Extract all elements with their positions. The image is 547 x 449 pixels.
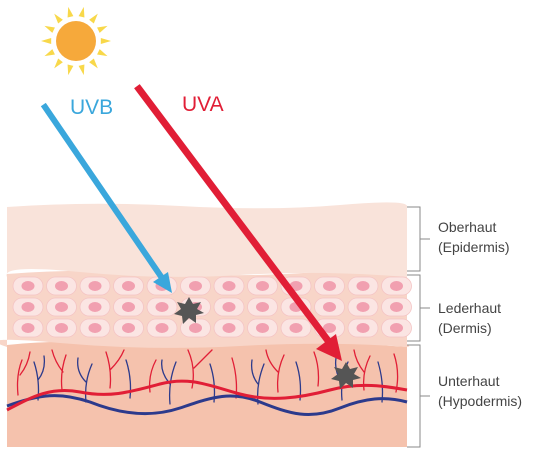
cell-nucleus [155,302,169,312]
layer-brackets [407,206,430,448]
cell-nucleus [88,302,102,312]
cell-nucleus [155,323,169,333]
cell-nucleus [390,302,403,312]
sun-ray [97,49,108,57]
cell-nucleus [222,281,236,291]
cell-nucleus [356,323,370,333]
cell-nucleus [390,281,403,291]
cell-nucleus [189,323,202,333]
epidermis-layer [6,202,408,277]
hypodermis-layer [7,340,410,447]
cell-nucleus [390,323,403,333]
capillaries [16,349,399,405]
uvb-damage-icon [174,297,204,324]
dermis-cells [12,276,412,338]
cell-nucleus [122,281,135,291]
cell-nucleus [55,302,68,312]
cell-nucleus [21,281,35,291]
dermis-latin: (Dermis) [438,320,492,336]
cell-nucleus [55,323,68,333]
cell-nucleus [289,323,303,333]
epidermis-latin: (Epidermis) [438,239,510,255]
sun-ray [78,64,85,76]
cell-nucleus [256,323,269,333]
uva-ray [134,84,342,361]
sun-icon [41,6,111,76]
cell-nucleus [88,323,102,333]
cell-nucleus [21,323,35,333]
cell-nucleus [356,281,370,291]
cell-nucleus [256,281,269,291]
sun-ray [67,64,74,76]
sun-ray [67,6,74,18]
cell-nucleus [356,302,370,312]
hypodermis-latin: (Hypodermis) [438,393,522,409]
cell-nucleus [122,323,135,333]
sun-ray [97,25,108,33]
cell-nucleus [323,302,336,312]
sun-ray [44,49,55,57]
cell-nucleus [55,281,68,291]
epidermis-name: Oberhaut [438,219,496,235]
sun-ray [100,38,111,44]
hypodermis-name: Unterhaut [438,373,500,389]
dermis-name: Lederhaut [438,300,501,316]
uvb-ray [40,102,172,293]
cell-nucleus [122,302,135,312]
sun-ray [44,25,55,33]
cell-nucleus [88,281,102,291]
sun-ray [78,6,85,18]
sun-ray [89,13,98,24]
uva-label: UVA [182,93,224,116]
cell-nucleus [222,323,236,333]
sun-ray [54,58,63,69]
cell-nucleus [222,302,236,312]
cell-nucleus [256,302,269,312]
artery [6,379,408,412]
uva-damage-icon [331,362,361,389]
vein [6,394,408,417]
sun-ray [41,38,52,44]
cell-nucleus [323,281,336,291]
cell-nucleus [189,281,202,291]
sun-ray [54,13,63,24]
sun-ray [89,58,98,69]
uvb-label: UVB [70,96,113,119]
cell-nucleus [21,302,35,312]
cell-nucleus [323,323,336,333]
